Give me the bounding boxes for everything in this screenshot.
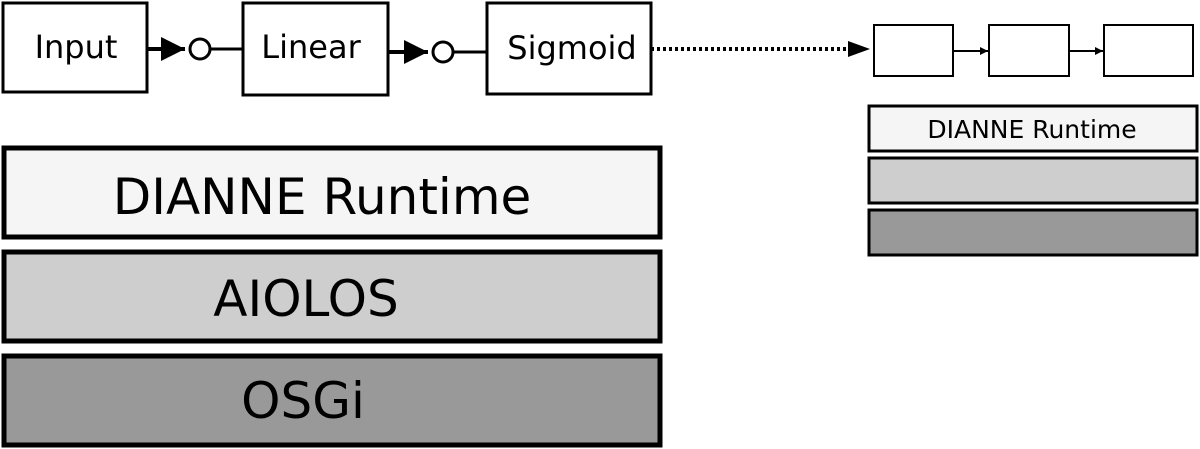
- neural-network-pipeline: Input Linear Sigmoid: [1, 1, 653, 97]
- connector-icon: [431, 40, 455, 64]
- linear-module-label: Linear: [261, 28, 361, 66]
- sigmoid-module-label: Sigmoid: [507, 29, 636, 67]
- local-software-stack: DIANNE Runtime AIOLOS OSGi: [1, 145, 663, 448]
- framework-layer-label: OSGi: [241, 372, 365, 430]
- arrow-icon: [848, 41, 870, 57]
- middleware-layer[interactable]: AIOLOS: [1, 249, 663, 344]
- remote-runtime-layer-label: DIANNE Runtime: [927, 115, 1136, 144]
- remote-software-stack: DIANNE Runtime: [867, 104, 1199, 257]
- runtime-layer[interactable]: DIANNE Runtime: [1, 145, 663, 240]
- input-to-linear-link: [147, 37, 243, 61]
- input-module-label: Input: [35, 28, 118, 66]
- middleware-layer-label: AIOLOS: [213, 270, 398, 328]
- remote-module-1[interactable]: [873, 24, 954, 77]
- remote-runtime-layer[interactable]: DIANNE Runtime: [867, 104, 1199, 153]
- deployment-arrow: [651, 41, 870, 57]
- input-module[interactable]: Input: [1, 1, 149, 94]
- linear-to-sigmoid-link: [388, 40, 487, 64]
- remote-framework-layer[interactable]: [867, 208, 1199, 257]
- remote-module-2[interactable]: [988, 24, 1070, 77]
- framework-layer[interactable]: OSGi: [1, 353, 663, 448]
- connector-icon: [188, 37, 212, 61]
- remote-module-3[interactable]: [1103, 24, 1194, 77]
- linear-module[interactable]: Linear: [241, 1, 390, 97]
- remote-middleware-layer[interactable]: [867, 156, 1199, 205]
- runtime-layer-label: DIANNE Runtime: [113, 168, 532, 226]
- sigmoid-module[interactable]: Sigmoid: [485, 1, 653, 96]
- remote-pipeline: [873, 24, 1194, 77]
